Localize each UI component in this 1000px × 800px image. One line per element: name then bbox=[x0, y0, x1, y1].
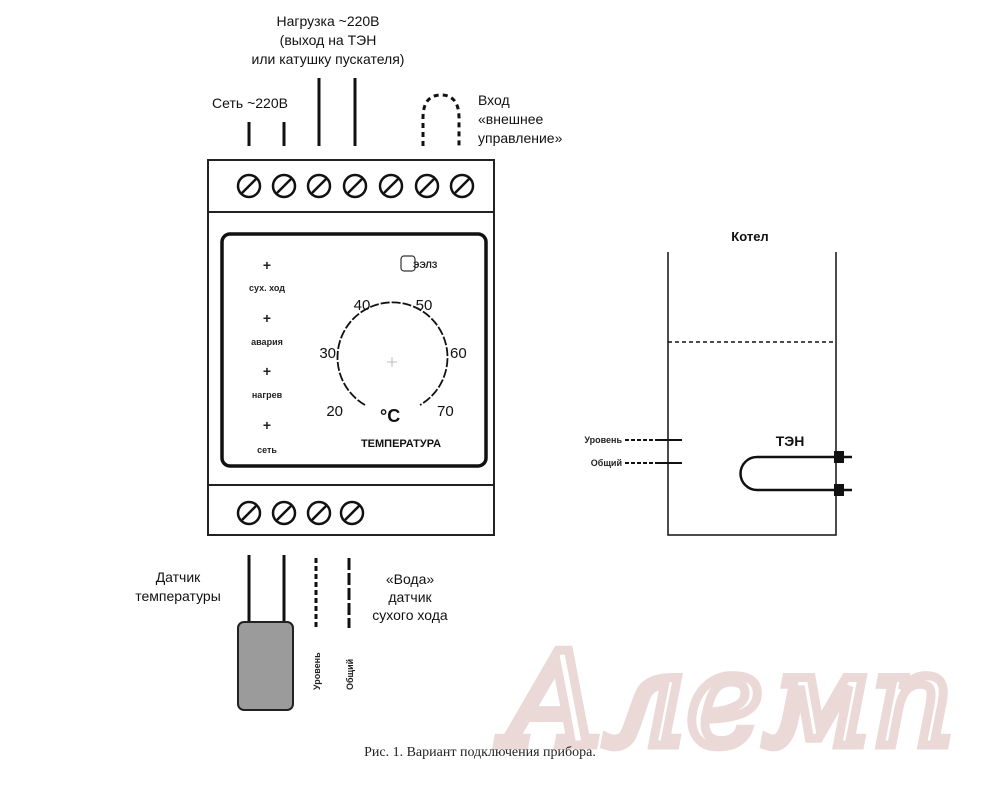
load-label-1: Нагрузка ~220В bbox=[276, 13, 379, 29]
panel-title: ТЕМПЕРАТУРА bbox=[361, 438, 441, 450]
indicator-dry-run: сух. ход bbox=[249, 283, 285, 293]
brand-logo-icon bbox=[400, 255, 416, 272]
dial-tick-40: 40 bbox=[354, 297, 371, 314]
dial-tick-50: 50 bbox=[416, 297, 433, 314]
front-panel bbox=[220, 232, 488, 468]
dial-unit: °C bbox=[380, 406, 400, 426]
svg-text:+: + bbox=[263, 417, 271, 433]
load-label-3: или катушку пускателя) bbox=[252, 51, 405, 67]
boiler-level-label: Уровень bbox=[584, 435, 622, 445]
dial-tick-30: 30 bbox=[319, 345, 336, 362]
water-label-1: «Вода» bbox=[386, 571, 435, 587]
input-label-3: управление» bbox=[478, 130, 563, 146]
dial-tick-70: 70 bbox=[437, 403, 454, 420]
dial-tick-20: 20 bbox=[326, 403, 343, 420]
mains-label: Сеть ~220В bbox=[212, 95, 288, 111]
indicator-power: сеть bbox=[257, 445, 277, 455]
indicator-alarm: авария bbox=[251, 337, 283, 347]
svg-text:+: + bbox=[263, 310, 271, 326]
water-label-2: датчик bbox=[388, 589, 432, 605]
dial-tick-60: 60 bbox=[450, 345, 467, 362]
top-wires bbox=[247, 78, 357, 146]
water-label-3: сухого хода bbox=[372, 607, 448, 623]
temperature-sensor-probe bbox=[237, 621, 294, 711]
heater-label: ТЭН bbox=[776, 433, 805, 449]
load-label-2: (выход на ТЭН bbox=[280, 32, 377, 48]
boiler: Котел ТЭН Уровень Общий bbox=[584, 229, 852, 536]
wire-label-common: Общий bbox=[345, 659, 355, 690]
wire-label-level: Уровень bbox=[312, 652, 322, 690]
input-label-2: «внешнее bbox=[478, 111, 543, 127]
svg-text:+: + bbox=[263, 363, 271, 379]
bottom-wires bbox=[247, 555, 351, 628]
watermark: Алемп bbox=[497, 624, 955, 776]
boiler-title: Котел bbox=[731, 229, 768, 244]
input-label-1: Вход bbox=[478, 92, 510, 108]
boiler-common-label: Общий bbox=[591, 458, 622, 468]
sensor-label-2: температуры bbox=[135, 588, 221, 604]
sensor-label-1: Датчик bbox=[156, 569, 201, 585]
heater-element bbox=[739, 455, 840, 492]
svg-text:+: + bbox=[263, 257, 271, 273]
temperature-dial: 20 30 40 50 60 70 °C ТЕМПЕРАТУРА bbox=[319, 297, 466, 450]
indicator-list: + сух. ход + авария + нагрев + сеть bbox=[249, 257, 285, 455]
external-control-jumper bbox=[421, 93, 461, 146]
indicator-heating: нагрев bbox=[252, 390, 283, 400]
brand-logo: ЭЭЛЗ bbox=[413, 260, 438, 270]
figure-caption: Рис. 1. Вариант подключения прибора. bbox=[364, 745, 596, 760]
